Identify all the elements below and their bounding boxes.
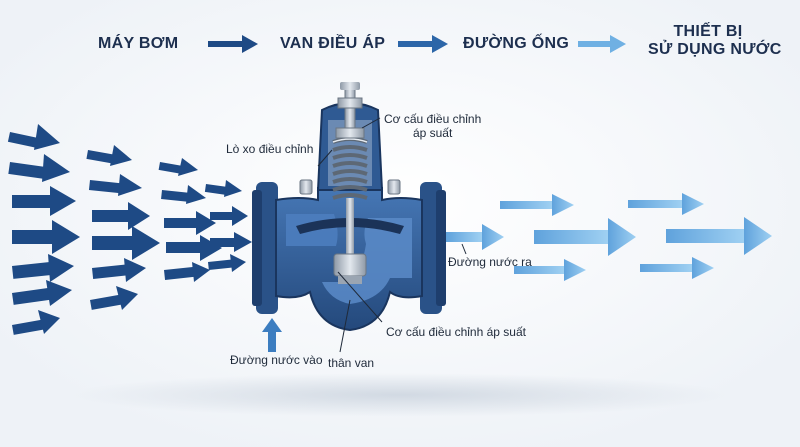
label-adjusting-mechanism-bottom: Cơ cấu điều chỉnh áp suất (386, 325, 526, 339)
step-valve: VAN ĐIỀU ÁP (280, 35, 386, 52)
inflow-arrow (11, 254, 74, 282)
inflow-arrow (8, 154, 70, 182)
label-adjusting-spring: Lò xo điều chỉnh (226, 142, 314, 156)
step-device-line2: SỬ DỤNG NƯỚC (648, 41, 782, 58)
outflow-arrow (534, 218, 636, 256)
valve-stem (346, 198, 354, 262)
inflow-arrow (161, 185, 206, 204)
outflow-arrows (446, 193, 772, 281)
label-valve-body: thân van (328, 356, 375, 370)
step-device: THIẾT BỊ SỬ DỤNG NƯỚC (648, 23, 782, 59)
inflow-arrows (7, 124, 252, 335)
label-adjusting-mechanism-top: Cơ cấu điều chỉnh áp suất (384, 112, 481, 140)
outflow-arrow (628, 193, 704, 215)
inflow-arrow (204, 180, 242, 197)
inflow-arrow (208, 254, 246, 272)
pressure-reducing-valve (252, 82, 446, 352)
adjusting-spring (332, 137, 368, 200)
inflow-arrow (92, 258, 146, 282)
outflow-arrow (500, 194, 574, 216)
label-adjusting-mechanism-top-line1: Cơ cấu điều chỉnh (384, 112, 482, 126)
inflow-arrow (210, 232, 252, 252)
step-pipe: ĐƯỜNG ỐNG (463, 35, 570, 52)
header-arrow-2 (398, 35, 448, 53)
inflow-arrow (86, 145, 132, 166)
step-pump: MÁY BƠM (98, 35, 179, 52)
step-device-line1: THIẾT BỊ (673, 23, 743, 40)
inflow-arrow (11, 310, 60, 335)
outflow-arrow (446, 224, 504, 250)
inflow-arrow (164, 211, 216, 235)
inflow-arrow (164, 262, 210, 282)
inflow-arrow (92, 226, 160, 260)
inflow-arrow (12, 186, 76, 216)
inflow-arrow (11, 280, 72, 306)
adjusting-screw (344, 83, 356, 135)
outflow-arrow (514, 259, 586, 281)
outflow-arrow (640, 257, 714, 279)
inflow-arrow (158, 158, 198, 176)
inflow-arrow (166, 235, 222, 261)
inflow-arrow (90, 286, 138, 310)
bonnet-bolts (299, 179, 401, 195)
header-arrow-3 (578, 35, 626, 53)
label-adjusting-mechanism-top-line2: áp suất (412, 126, 453, 140)
inlet-arrow (262, 318, 282, 352)
inflow-arrow (210, 206, 248, 226)
label-water-inlet: Đường nước vào (230, 353, 323, 367)
outflow-arrow (666, 217, 772, 255)
leader-lines (317, 117, 467, 353)
label-water-outlet: Đường nước ra (448, 255, 532, 269)
inflow-arrow (92, 202, 150, 230)
inflow-arrow (88, 174, 142, 196)
header-arrow-1 (208, 35, 258, 53)
inflow-arrow (7, 124, 60, 150)
inflow-arrow (12, 220, 80, 254)
